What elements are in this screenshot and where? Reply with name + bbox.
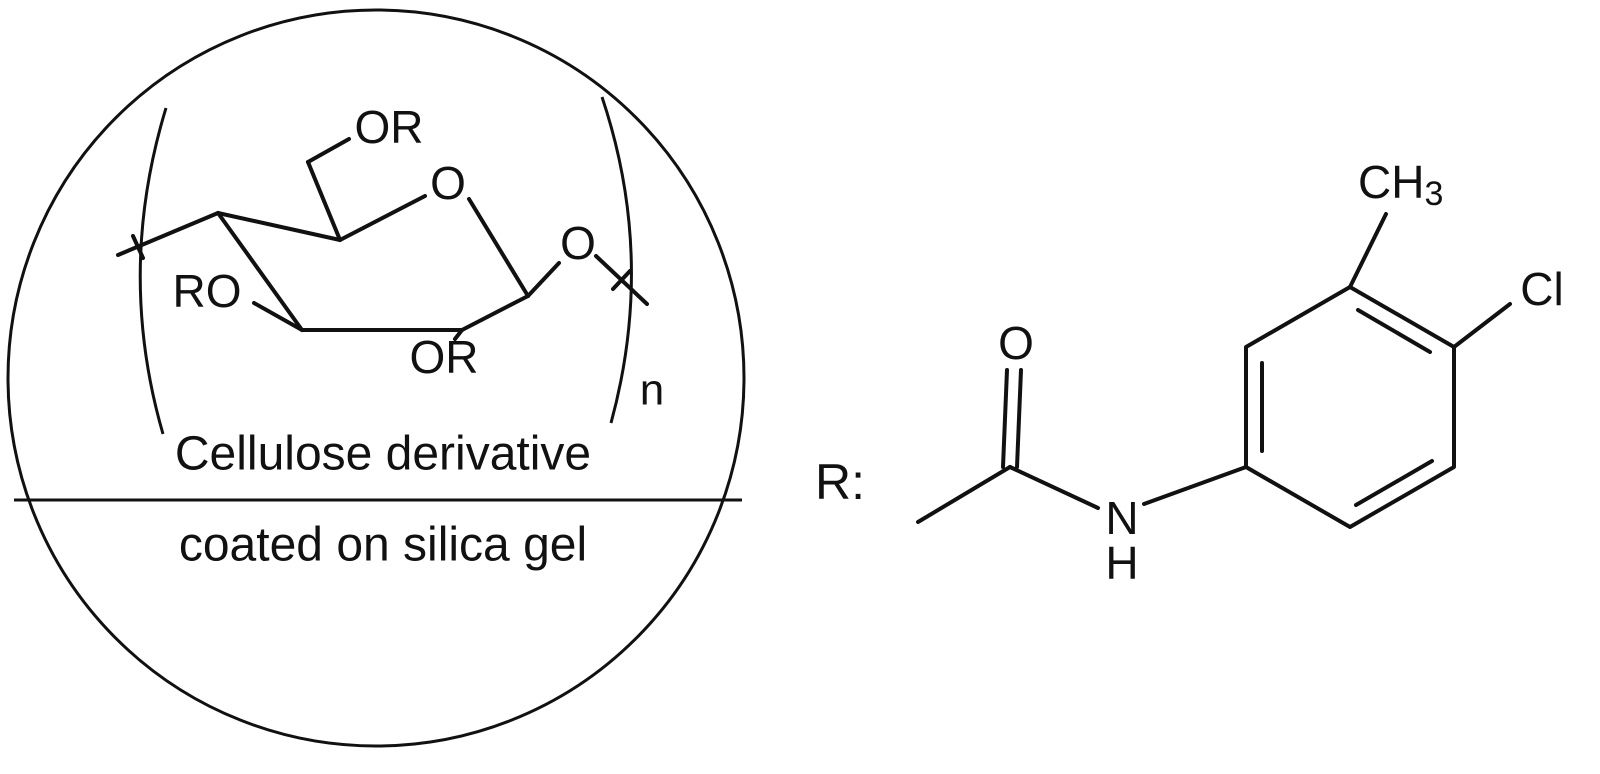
bond-attachment-stub: [916, 465, 1012, 524]
bond-break-left: [131, 234, 145, 260]
label-repeat-n: n: [640, 366, 664, 415]
silica-bead-circle: [6, 8, 746, 748]
bond-c1-glyo: [526, 261, 561, 298]
right-parenthesis: [600, 96, 633, 424]
label-amide-hydrogen: H: [1105, 537, 1138, 589]
label-methyl-main: CH: [1358, 156, 1424, 208]
bond-chain-in: [116, 211, 220, 257]
label-or-top: OR: [355, 101, 424, 153]
r-group-structure: R: O N H CH3 Cl: [815, 156, 1564, 589]
label-amide-nitrogen: N: [1105, 492, 1138, 544]
bond-ring-chloro: [1452, 302, 1512, 349]
label-carbonyl-oxygen: O: [998, 317, 1034, 369]
bond-c3-c4: [216, 211, 304, 332]
benzene-double-bottom-right: [1354, 459, 1434, 507]
label-methyl: CH3: [1358, 156, 1443, 213]
bond-carbonyl-n: [1008, 465, 1100, 510]
caption-cellulose-derivative: Cellulose derivative: [175, 428, 591, 481]
label-chloro: Cl: [1520, 263, 1563, 315]
bond-c2-or: [453, 328, 464, 341]
benzene-ring: [1244, 285, 1456, 529]
bond-n-aryl: [1142, 465, 1248, 506]
caption-coated-on-silica: coated on silica gel: [179, 519, 587, 572]
label-r-colon: R:: [815, 454, 865, 510]
label-ring-oxygen: O: [430, 157, 466, 209]
bond-carbonyl-double-a: [1001, 368, 1009, 469]
label-methyl-sub: 3: [1424, 175, 1443, 213]
bond-break-right: [611, 269, 632, 291]
label-or-bottom: OR: [410, 331, 479, 383]
glucose-ring: [116, 137, 649, 341]
bond-ch2-or: [306, 137, 351, 164]
cellulose-bead-group: OR O O RO OR n Cellulose derivative coat…: [6, 8, 746, 748]
bond-carbonyl-double-b: [1015, 368, 1023, 469]
benzene-double-top: [1356, 308, 1432, 354]
label-ro-left: RO: [173, 265, 242, 317]
bond-c5-ringo: [338, 194, 427, 242]
left-parenthesis: [138, 107, 168, 435]
bond-c4-c5: [216, 211, 342, 242]
bond-c3-ro: [252, 301, 304, 332]
bond-ringo-c1: [467, 197, 530, 298]
bond-ring-methyl: [1348, 212, 1388, 289]
label-glycosidic-oxygen: O: [560, 217, 596, 269]
bond-c1-c2: [460, 294, 530, 332]
bond-c5-ch2: [306, 160, 342, 242]
